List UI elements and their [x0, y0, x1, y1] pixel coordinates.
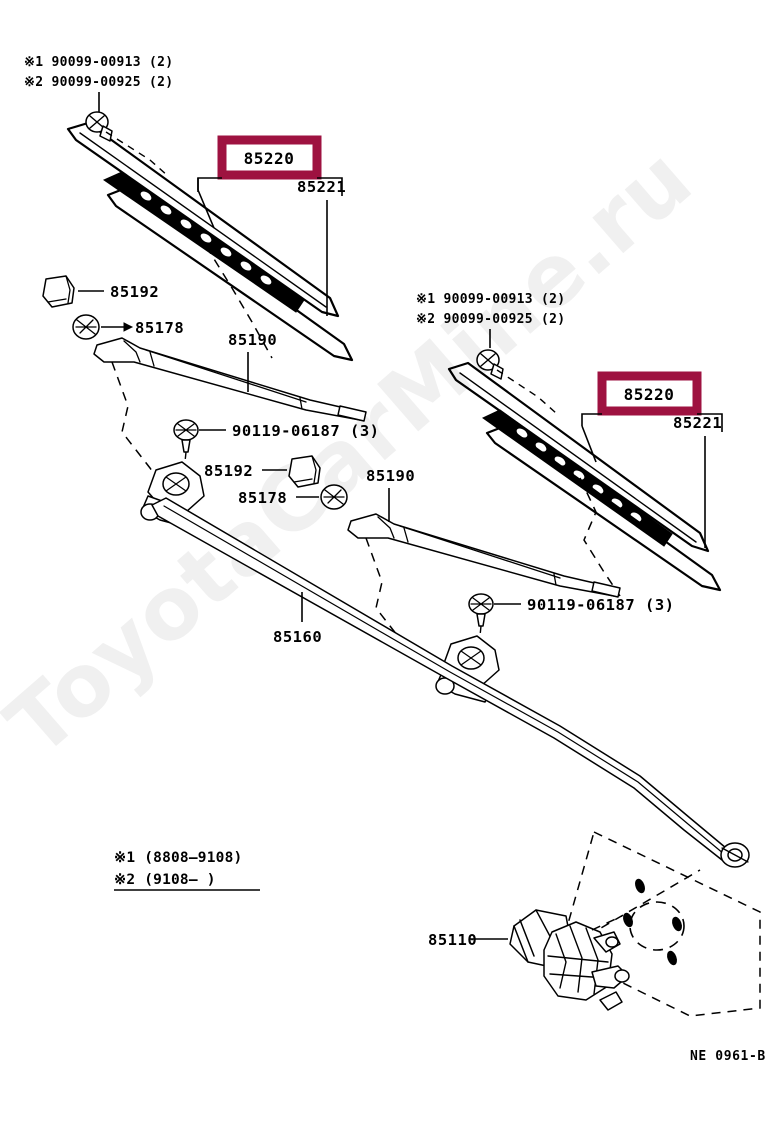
callout-85160-label: 85160: [273, 628, 322, 646]
callout-85220-right-label: 85220: [624, 385, 675, 404]
note-top-left-line2: ※2 90099-00925 (2): [24, 75, 173, 90]
callout-85220-left-label: 85220: [244, 149, 295, 168]
motor-assembly-85110: 85110: [428, 909, 630, 1011]
note-top-left: ※1 90099-00913 (2) ※2 90099-00925 (2): [24, 55, 173, 112]
highlight-box-right[interactable]: [597, 371, 702, 416]
note-top-left-line1: ※1 90099-00913 (2): [24, 55, 173, 70]
note-top-right-line2: ※2 90099-00925 (2): [416, 312, 565, 327]
right-wiper-arm: 85190: [347, 467, 621, 663]
callout-85221-left: 85221: [297, 177, 346, 316]
linkage-end-joint: [720, 842, 750, 868]
legend-line2: ※2 (9108– ): [114, 872, 216, 888]
highlight-box-left[interactable]: [217, 135, 322, 180]
part-85192-right: 85192: [204, 455, 321, 488]
motor-crank-stub: [599, 991, 623, 1011]
part-90119-right: 90119-06187 (3): [468, 593, 674, 647]
blade-frame-slots-left: [140, 191, 272, 285]
wiper-rubber-right: [485, 424, 722, 592]
wiper-rubber-left: [106, 186, 354, 362]
left-blade-assembly: [66, 111, 354, 362]
note-top-right: ※1 90099-00913 (2) ※2 90099-00925 (2): [416, 292, 565, 348]
callout-85110-label: 85110: [428, 931, 477, 949]
wiper-blade-upper-left-crease: [79, 132, 327, 308]
watermark: ToyotaCarMine.ru: [0, 129, 711, 776]
callout-85192-left-label: 85192: [110, 283, 159, 301]
panel-hole-2: [623, 912, 633, 928]
legend-line1: ※1 (8808–9108): [114, 850, 242, 866]
blade-retainer-clip-right: [476, 349, 504, 380]
callout-85178-right-label: 85178: [238, 489, 287, 507]
left-wiper-arm: 85190: [93, 331, 367, 487]
wiper-blade-upper-right: [447, 361, 710, 553]
assembly-guide-left-clip: [105, 131, 169, 177]
right-blade-assembly: [447, 349, 722, 597]
linkage-85160: 85160: [151, 497, 750, 868]
callout-90119-left-label: 90119-06187 (3): [232, 422, 379, 440]
motor-panel-guide-1: [591, 915, 623, 931]
part-90119-left: 90119-06187 (3): [173, 419, 379, 473]
panel-motor-bore: [629, 901, 685, 951]
part-85192-left: 85192: [42, 275, 159, 308]
callout-85192-right-label: 85192: [204, 462, 253, 480]
callout-85220-left[interactable]: 85220: [197, 135, 322, 229]
callout-85221-right: 85221: [673, 413, 723, 548]
callout-85220-right[interactable]: 85220: [581, 371, 702, 463]
assembly-guide-left-pivot: [111, 361, 163, 487]
callout-85221-right-label: 85221: [673, 414, 722, 432]
callout-85221-left-label: 85221: [297, 178, 346, 196]
panel-fold: [559, 869, 701, 953]
assembly-guide-right-clip: [496, 369, 557, 414]
blade-retainer-clip-left: [85, 111, 113, 142]
assembly-guide-left-arm: [205, 245, 273, 359]
callout-90119-right-label: 90119-06187 (3): [527, 596, 674, 614]
panel-hole-4: [667, 950, 677, 966]
callout-85190-right-label: 85190: [366, 467, 415, 485]
panel-hole-1: [635, 878, 645, 894]
motor-detail: [547, 925, 630, 995]
callout-85178-left-label: 85178: [135, 319, 184, 337]
callout-85190-left-label: 85190: [228, 331, 277, 349]
panel-hole-3: [672, 916, 682, 932]
part-85178-left: 85178: [72, 314, 184, 340]
watermark-text: ToyotaCarMine.ru: [0, 129, 711, 776]
reference-code: NE 0961-B: [690, 1049, 766, 1064]
part-85178-right: 85178: [238, 484, 348, 510]
legend-note: ※1 (8808–9108) ※2 (9108– ): [114, 850, 260, 891]
note-top-right-line1: ※1 90099-00913 (2): [416, 292, 565, 307]
assembly-guide-right-arm: [579, 477, 621, 597]
